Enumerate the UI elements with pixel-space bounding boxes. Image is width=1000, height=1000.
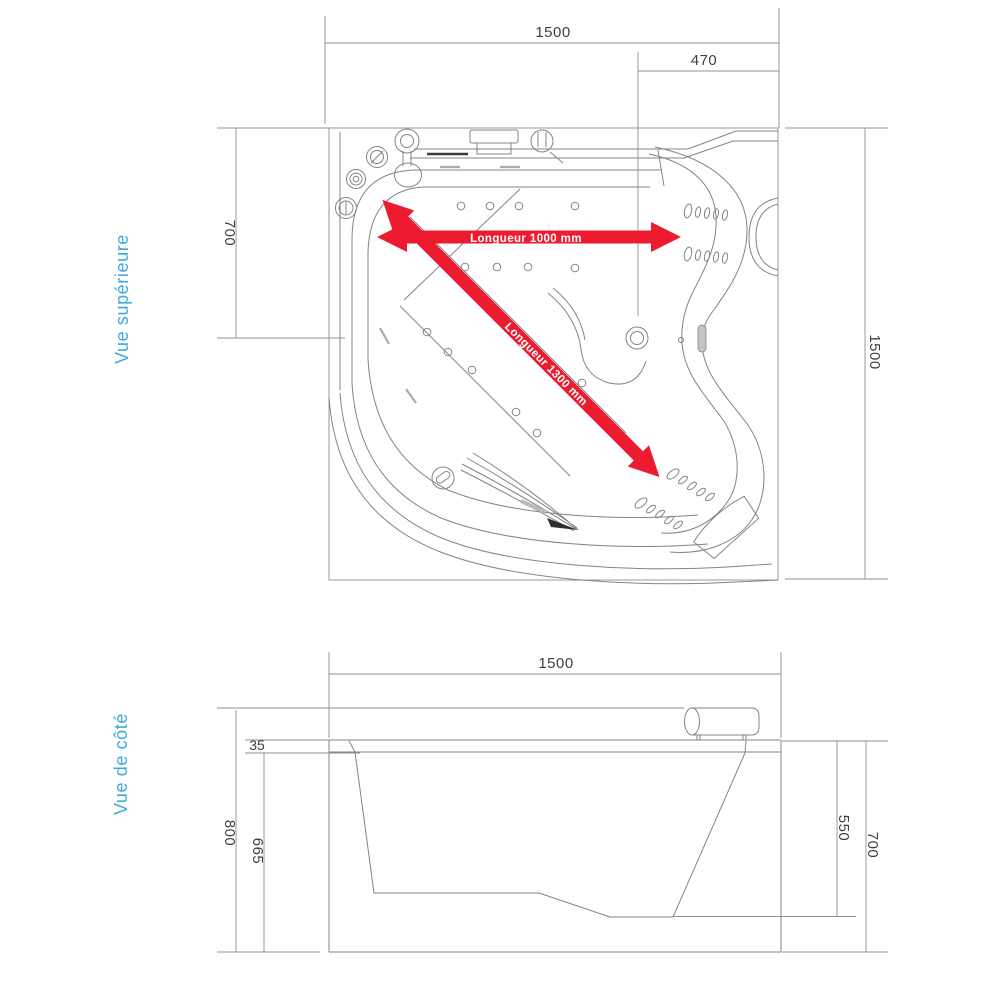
knob2-icon xyxy=(335,197,357,219)
headrest-bottom xyxy=(693,495,760,560)
control-panel-icon xyxy=(469,129,519,144)
dim-apron-height: 665 xyxy=(249,753,266,952)
grab-bar-grip xyxy=(520,499,546,514)
knob-icon xyxy=(366,146,388,168)
sensor-dot xyxy=(678,337,684,343)
faucet-cluster xyxy=(335,128,564,219)
dim-total-height: 800 xyxy=(217,710,320,953)
side-jet-icon xyxy=(431,466,455,490)
top-view-frame xyxy=(328,127,779,581)
seat-back-curve-2 xyxy=(552,287,586,341)
corner-step-1 xyxy=(687,130,778,150)
dim-top-partial: 470 xyxy=(637,52,779,316)
dim-rim-thickness: 35 xyxy=(245,737,360,754)
arrow-length-1000: Longueur 1000 mm xyxy=(377,222,681,252)
tub-cavity-edge xyxy=(367,186,699,518)
grab-bar-end xyxy=(547,518,578,530)
slot-jet-icon xyxy=(697,324,707,353)
dim-right-height-side: 700 xyxy=(782,740,888,953)
dim-label-right-1500: 1500 xyxy=(866,334,883,369)
wall-jets-lower xyxy=(634,468,715,530)
dim-label-top-1500: 1500 xyxy=(535,24,570,41)
dim-label-35: 35 xyxy=(249,737,265,753)
right-wall-outer xyxy=(654,146,765,553)
faucet-base-icon xyxy=(394,128,420,154)
top-view-label: Vue supérieure xyxy=(112,234,132,364)
dim-left-height: 700 xyxy=(217,127,345,339)
tub-outer-rim xyxy=(339,392,773,570)
dim-label-side-1500: 1500 xyxy=(538,655,573,672)
rim-vent-1 xyxy=(379,327,390,345)
drain-inner xyxy=(630,331,644,345)
dim-label-550: 550 xyxy=(835,815,852,842)
tub-inner-rim-curve xyxy=(351,383,709,547)
dim-label-700-top: 700 xyxy=(221,220,238,247)
headrest-right-inner xyxy=(755,203,779,271)
seat-back-curve xyxy=(547,292,647,385)
side-view-drawing: 1500 35 800 665 550 xyxy=(217,652,888,953)
dim-right-height: 1500 xyxy=(785,127,888,580)
faucet-spout-icon xyxy=(394,162,422,188)
floor-edge-diagonal xyxy=(403,188,521,301)
drain-icon xyxy=(625,326,649,350)
right-wall-inner xyxy=(648,153,738,534)
seat-diagonal-1 xyxy=(409,216,627,434)
spiral-knob-core xyxy=(352,175,360,183)
wall-seam xyxy=(657,149,665,187)
top-view-drawing: 1500 470 700 1500 Longueur 1000 mm xyxy=(217,8,888,585)
side-view-label: Vue de côté xyxy=(111,713,131,815)
grab-bar xyxy=(460,452,579,532)
corner-step-2 xyxy=(683,140,778,159)
side-headrest xyxy=(684,707,760,740)
knob3-icon xyxy=(530,129,554,153)
spiral-knob-icon xyxy=(346,169,366,189)
seat-diagonal-2 xyxy=(399,305,571,477)
spiral-knob-mid xyxy=(349,172,363,186)
knob-slash xyxy=(370,150,384,164)
knob3-tick xyxy=(549,151,564,164)
knob-inner xyxy=(370,150,384,164)
dim-label-700-side: 700 xyxy=(864,832,881,859)
dim-side-width: 1500 xyxy=(328,652,782,738)
side-jet-slot xyxy=(435,471,451,484)
wall-jets-upper xyxy=(683,203,729,264)
dim-label-800: 800 xyxy=(221,820,238,847)
faucet-base-inner xyxy=(400,134,414,148)
side-interior-profile xyxy=(348,740,747,918)
arrow-label-1300: Longueur 1300 mm xyxy=(502,321,590,409)
arrow-label-1000: Longueur 1000 mm xyxy=(470,233,582,245)
floor-jets xyxy=(422,201,587,438)
dim-top-width: 1500 xyxy=(324,8,780,128)
tub-inner-rim xyxy=(351,169,662,384)
dim-inner-depth: 550 xyxy=(673,741,856,917)
headrest-right xyxy=(748,197,779,277)
dim-label-665: 665 xyxy=(249,838,266,865)
rim-vent-2 xyxy=(405,388,417,404)
dim-label-470: 470 xyxy=(691,52,718,69)
tub-outer-apron xyxy=(328,396,779,585)
control-panel-lower xyxy=(476,142,512,155)
